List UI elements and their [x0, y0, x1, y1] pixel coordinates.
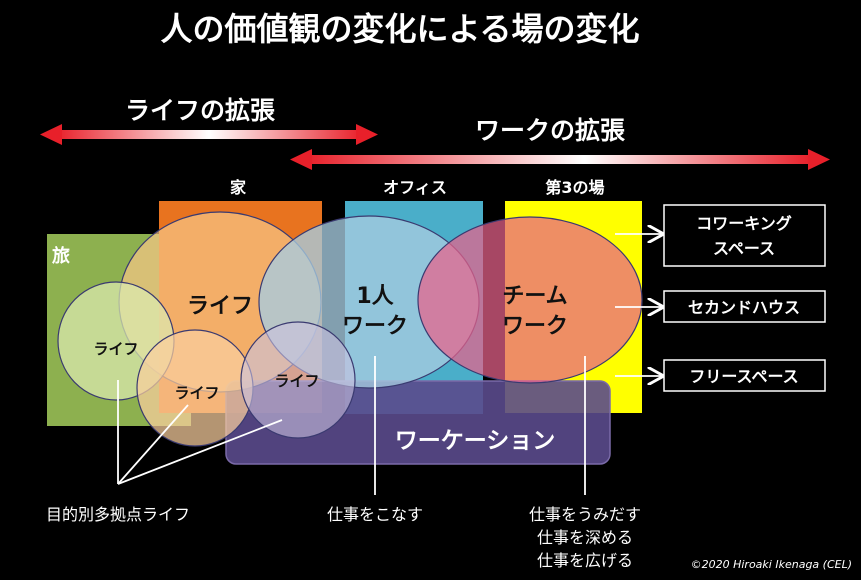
place-label-office: オフィス — [383, 178, 447, 197]
multi-base-connector — [117, 380, 283, 485]
team-work-label-line2: ワーク — [502, 314, 568, 339]
team-work-circle — [417, 216, 643, 384]
life-expansion-label: ライフの拡張 — [125, 96, 276, 125]
place-label-third-place: 第3の場 — [545, 178, 604, 197]
caption-create-work: 仕事をうみだす — [529, 505, 641, 524]
coworking-label-line2: スペース — [713, 239, 775, 258]
solo-work-label-line2: ワーク — [342, 314, 408, 339]
free-space-label: フリースペース — [689, 367, 798, 386]
caption-expand-work: 仕事を広げる — [537, 551, 633, 570]
page-title: 人の価値観の変化による場の変化 — [160, 10, 639, 48]
work-expansion-arrow — [290, 149, 830, 170]
copyright: ©2020 Hiroaki Ikenaga (CEL) — [691, 558, 852, 571]
life-small-1-label: ライフ — [174, 384, 219, 402]
second-house-label: セカンドハウス — [688, 298, 800, 317]
life-big-label: ライフ — [187, 294, 253, 319]
free-space-box — [663, 359, 826, 392]
coworking-box — [663, 204, 826, 267]
caption-multi-base-life: 目的別多拠点ライフ — [46, 505, 190, 524]
solo-work-label-line1: 1人 — [356, 284, 393, 309]
life-small-2-label: ライフ — [274, 372, 319, 390]
work-expansion-label: ワークの拡張 — [475, 116, 626, 145]
life-expansion-arrow — [40, 124, 378, 145]
place-label-travel: 旅 — [52, 245, 70, 267]
caption-doing-work: 仕事をこなす — [327, 505, 423, 524]
workation-label: ワーケーション — [395, 428, 556, 454]
second-house-box — [663, 290, 826, 323]
life-travel-label: ライフ — [93, 340, 138, 358]
place-label-home: 家 — [230, 178, 247, 197]
caption-deepen-work: 仕事を深める — [537, 528, 633, 547]
coworking-label-line1: コワーキング — [696, 214, 792, 233]
life-circle-small-2 — [240, 321, 356, 439]
team-work-label-line1: チーム — [502, 284, 567, 309]
